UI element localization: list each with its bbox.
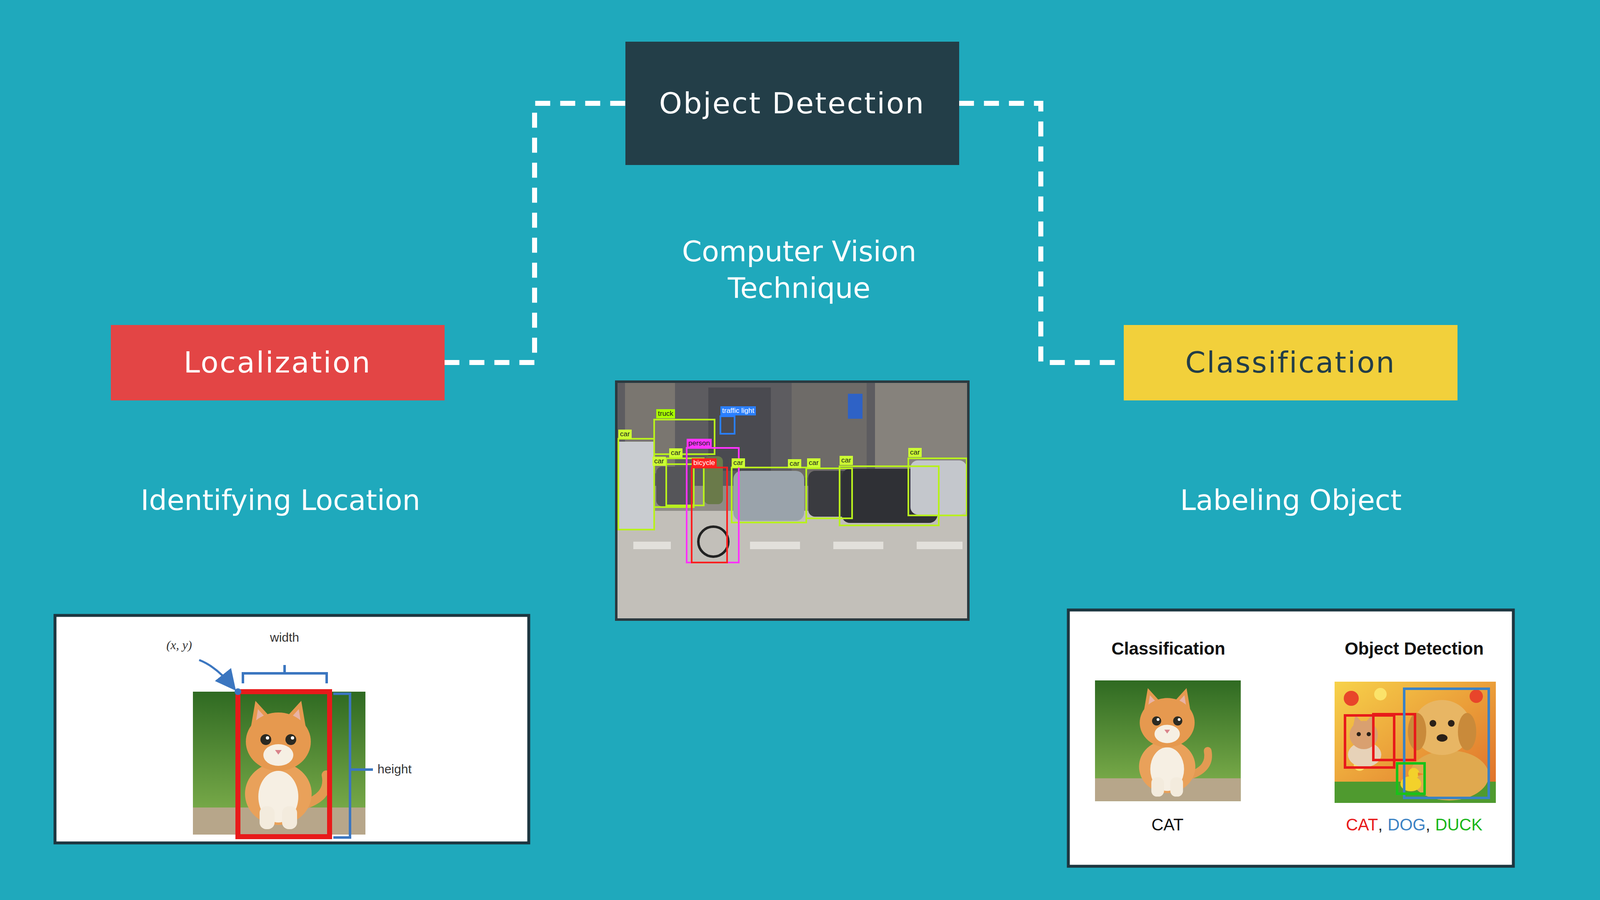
width-bracket bbox=[242, 665, 327, 684]
street-detection-photo bbox=[616, 381, 969, 620]
bounding-box bbox=[237, 691, 330, 837]
classification-illustration bbox=[1343, 690, 1359, 706]
caption-text: Labeling Object bbox=[1180, 483, 1402, 518]
street-detection-photo bbox=[720, 416, 735, 434]
classification-illustration bbox=[1095, 680, 1241, 802]
street-detection-photo bbox=[916, 541, 963, 550]
street-detection-photo bbox=[847, 393, 863, 419]
classification-illustration bbox=[1068, 610, 1514, 867]
detection-tag: truck bbox=[656, 409, 675, 419]
bounding-box bbox=[1404, 688, 1489, 798]
class-label: DOG bbox=[1387, 814, 1426, 835]
separator: , bbox=[1425, 814, 1430, 835]
localization-illustration bbox=[55, 615, 529, 843]
dashed-connector bbox=[959, 103, 1124, 363]
detection-tag: person bbox=[686, 438, 712, 448]
localization-illustration bbox=[192, 691, 366, 835]
detection-tag: bicycle bbox=[691, 458, 717, 468]
classification-illustration bbox=[1356, 732, 1361, 737]
classification-illustration bbox=[1352, 715, 1364, 728]
classification-illustration bbox=[1408, 767, 1420, 779]
class-label: CAT bbox=[1151, 814, 1184, 835]
bounding-box bbox=[1397, 763, 1425, 794]
dimension-label: width bbox=[270, 630, 300, 645]
bounding-box bbox=[1373, 714, 1415, 760]
detection-box bbox=[839, 466, 939, 526]
dashed-connector bbox=[444, 103, 626, 363]
classification-illustration bbox=[1436, 734, 1448, 742]
panel-heading: Object Detection bbox=[1344, 638, 1484, 660]
caption-text: Computer Vision Technique bbox=[649, 233, 950, 308]
classification-illustration bbox=[1457, 712, 1477, 751]
class-label-row: CAT,DOG,DUCK bbox=[1345, 814, 1483, 835]
detection-tag: car bbox=[652, 456, 666, 466]
localization-illustration bbox=[55, 615, 529, 843]
detection-box bbox=[654, 419, 715, 455]
panel-heading: Classification bbox=[1111, 638, 1225, 660]
detection-tag: traffic light bbox=[720, 406, 756, 416]
classification-illustration bbox=[1334, 681, 1496, 803]
process-box: Classification bbox=[1123, 325, 1458, 401]
street-detection-photo bbox=[698, 526, 729, 557]
box-label: Object Detection bbox=[659, 86, 925, 121]
classification-illustration bbox=[1366, 732, 1371, 737]
street-detection-photo bbox=[656, 466, 694, 507]
classification-illustration bbox=[1447, 720, 1455, 727]
street-detection-photo bbox=[733, 470, 805, 521]
classification-illustration bbox=[1407, 712, 1427, 751]
street-detection-photo bbox=[633, 541, 671, 550]
separator: , bbox=[1377, 814, 1383, 835]
caption-text: Identifying Location bbox=[140, 483, 420, 518]
classification-illustration bbox=[1068, 610, 1514, 867]
box-label: Classification bbox=[1185, 345, 1396, 380]
coordinate-label: (x, y) bbox=[166, 637, 193, 653]
detection-tag: car bbox=[618, 429, 632, 439]
street-detection-photo bbox=[791, 381, 867, 478]
street-detection-photo bbox=[833, 541, 884, 550]
street-detection-photo bbox=[750, 541, 800, 550]
street-detection-photo bbox=[686, 447, 739, 563]
detection-box bbox=[908, 458, 967, 516]
street-detection-photo bbox=[616, 381, 969, 620]
classification-illustration bbox=[1429, 720, 1437, 727]
classification-illustration bbox=[1417, 772, 1424, 776]
class-label: DUCK bbox=[1435, 814, 1483, 835]
classification-illustration bbox=[1334, 681, 1496, 803]
title-box: Object Detection bbox=[625, 41, 960, 165]
detection-tag: car bbox=[908, 447, 922, 458]
class-label: CAT bbox=[1345, 814, 1378, 835]
leader-arrow bbox=[199, 660, 234, 688]
detection-tag: car bbox=[731, 458, 745, 468]
street-detection-photo bbox=[616, 381, 969, 620]
classification-illustration bbox=[1469, 689, 1483, 703]
detection-box bbox=[654, 464, 694, 508]
detection-tag: car bbox=[807, 458, 821, 468]
detection-box bbox=[731, 467, 807, 523]
detection-tag: car bbox=[669, 448, 683, 458]
detection-tag: car bbox=[839, 455, 853, 465]
street-detection-photo bbox=[691, 467, 728, 563]
detection-box bbox=[618, 419, 967, 530]
detection-box bbox=[618, 438, 655, 530]
localization-illustration bbox=[234, 688, 242, 695]
dimension-label: height bbox=[377, 761, 412, 777]
box-label: Localization bbox=[183, 345, 372, 380]
height-bracket bbox=[333, 693, 373, 838]
street-detection-photo bbox=[618, 441, 655, 530]
detection-box bbox=[806, 468, 853, 519]
detection-tag: car bbox=[787, 459, 802, 469]
process-box: Localization bbox=[110, 325, 445, 401]
classification-illustration bbox=[1374, 687, 1387, 701]
